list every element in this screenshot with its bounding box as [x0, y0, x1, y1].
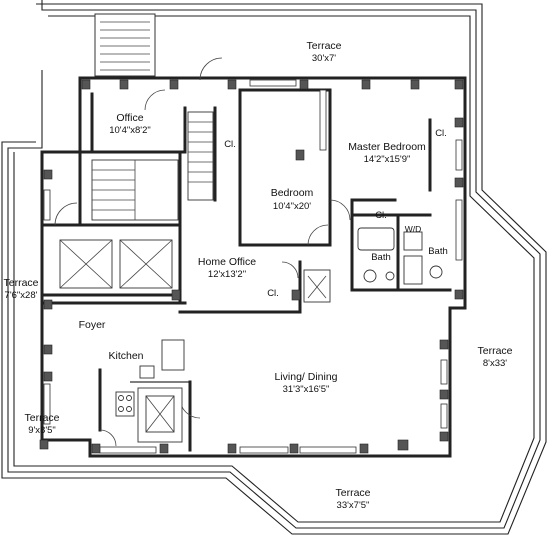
wd-name: W/D [405, 224, 422, 234]
foyer-name: Foyer [79, 319, 106, 331]
terrace-south-dims: 33'x7'5" [337, 500, 370, 511]
interior-walls [40, 88, 452, 452]
living-dining-dims: 31'3"x16'5" [283, 384, 330, 395]
hall-stair [187, 111, 214, 201]
door-swings [54, 57, 351, 447]
terrace-west-dims: 7'6"x28' [5, 290, 38, 301]
bath-left-name: Bath [371, 252, 391, 263]
kitchen-name: Kitchen [108, 350, 143, 362]
terrace-east-name: Terrace [477, 345, 512, 357]
top-stair-block [94, 13, 156, 77]
terrace-west-name: Terrace [3, 277, 38, 289]
master-bedroom-name: Master Bedroom [348, 141, 426, 153]
bath-fixtures [357, 227, 443, 285]
bath-right-name: Bath [428, 246, 448, 257]
terrace-southwest-name: Terrace [24, 412, 59, 424]
home-office-dims: 12'x13'2" [208, 269, 246, 280]
living-dining-name: Living/ Dining [274, 371, 337, 383]
office-dims: 10'4"x8'2" [109, 125, 151, 136]
columns [39, 79, 464, 454]
terrace-north-name: Terrace [306, 40, 341, 52]
terrace-boundary [7, 0, 541, 529]
closet-home-office: Cl. [267, 288, 279, 299]
terrace-east-dims: 8'x33' [483, 358, 507, 369]
kitchen-fixtures [115, 339, 185, 443]
exterior-wall [40, 76, 467, 458]
master-bedroom-dims: 14'2"x15'9" [364, 154, 411, 165]
home-office-name: Home Office [198, 256, 256, 268]
terrace-north-dims: 30'x7' [312, 53, 336, 64]
bedroom-dims: 10'4"x20' [273, 201, 311, 212]
terrace-south-name: Terrace [335, 487, 370, 499]
closet-hall: Cl. [224, 139, 236, 150]
terrace-west-railing [13, 15, 535, 523]
bedroom-name: Bedroom [271, 187, 314, 199]
terrace-inner-railing [1, 3, 547, 535]
elevators [59, 239, 173, 289]
service-stair [91, 159, 179, 221]
windows [43, 79, 463, 454]
closet-master-east: Cl. [435, 128, 447, 139]
home-office-closet [303, 269, 331, 303]
office-name: Office [116, 112, 143, 124]
closet-master: Cl. [375, 210, 387, 221]
terrace-southwest-dims: 9'x8'5" [28, 425, 56, 436]
